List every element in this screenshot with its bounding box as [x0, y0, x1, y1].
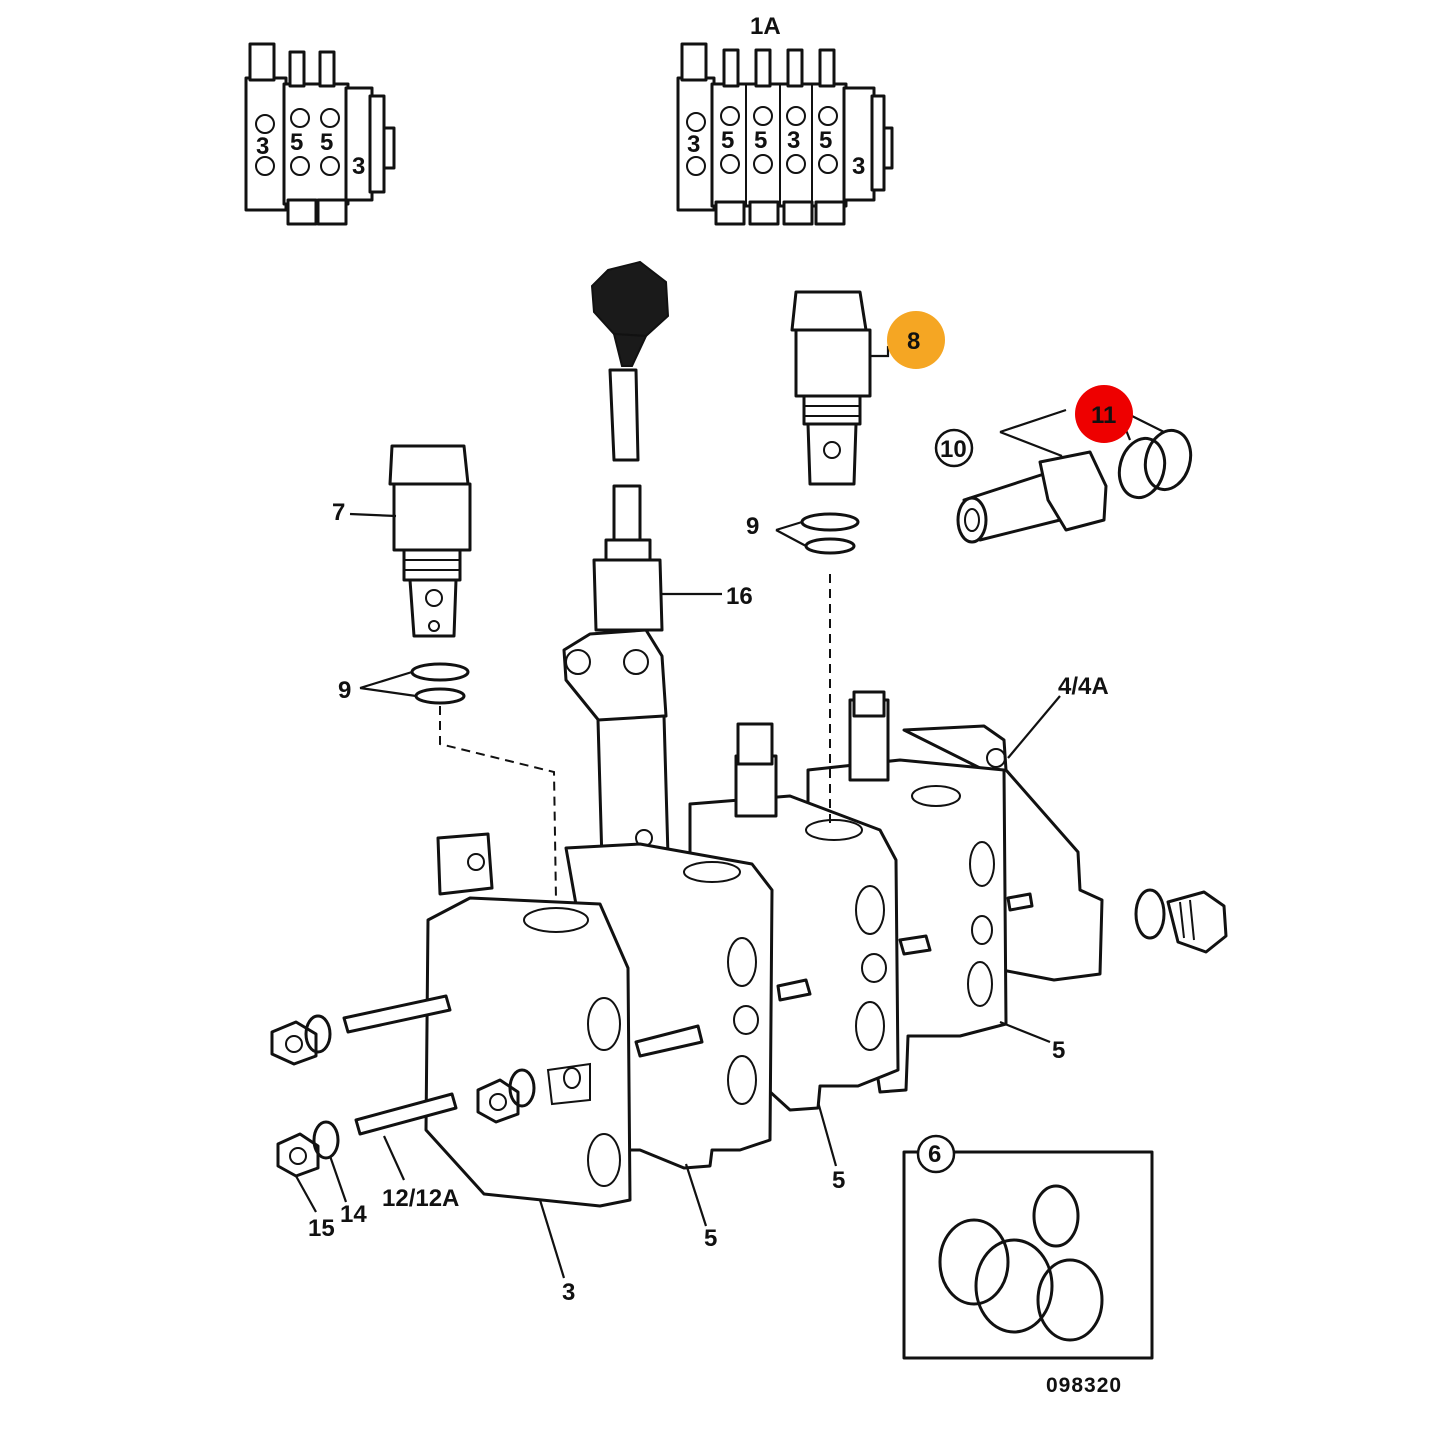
callout-5-front: 5: [704, 1225, 717, 1252]
top-large-valve-assembly: 1A 3 5 5 3 5 3: [676, 13, 894, 226]
large-section-label: 5: [754, 127, 767, 154]
callout-4-4a: 4/4A: [1058, 673, 1109, 700]
assembly-guide-line: [439, 706, 557, 901]
relief-valve-8: [790, 290, 890, 486]
callout-8: 8: [907, 328, 920, 355]
plug-10: [956, 408, 1108, 544]
o-rings-9-upper: [775, 512, 860, 555]
callout-14: 14: [340, 1201, 367, 1228]
callout-5-rear: 5: [1052, 1037, 1065, 1064]
side-plug-and-ring: [1134, 888, 1228, 954]
nuts-washers-left: [270, 1014, 536, 1178]
lever-knob: [590, 260, 670, 462]
o-rings-9-lower: [359, 662, 470, 705]
callout-11: 11: [1091, 402, 1116, 429]
large-section-label: 3: [687, 131, 700, 158]
callout-3: 3: [562, 1279, 575, 1306]
spool-linkage-16: [562, 484, 670, 864]
relief-valve-7: [388, 444, 472, 638]
callout-16: 16: [726, 583, 753, 610]
large-section-label: 5: [721, 127, 734, 154]
callout-15: 15: [308, 1215, 335, 1242]
main-valve-body: [342, 690, 1104, 1208]
callout-10-circle: [934, 428, 974, 468]
large-section-label: 3: [787, 127, 800, 154]
drawing-reference-number: 098320: [1046, 1374, 1122, 1397]
callout-5-middle: 5: [832, 1167, 845, 1194]
small-section-label: 5: [290, 129, 303, 156]
small-section-label: 5: [320, 129, 333, 156]
small-section-label: 3: [256, 133, 269, 160]
callout-7: 7: [332, 499, 345, 526]
leader-lines: [295, 512, 1061, 1279]
callout-8-highlight-badge: [887, 311, 945, 369]
callout-9-upper: 9: [746, 513, 759, 540]
callout-10: 10: [940, 436, 967, 463]
large-section-label: 3: [852, 153, 865, 180]
callout-11-highlight-badge: [1075, 385, 1133, 443]
small-section-label: 3: [352, 153, 365, 180]
large-section-label: 5: [819, 127, 832, 154]
top-small-valve-assembly: 3 5 5 3: [244, 42, 396, 226]
callout-9-lower: 9: [338, 677, 351, 704]
seal-kit-box-6: [902, 1134, 1154, 1360]
callout-6: 6: [928, 1141, 941, 1168]
assembly-label-1a: 1A: [750, 13, 781, 40]
callout-12-12a: 12/12A: [382, 1185, 459, 1212]
